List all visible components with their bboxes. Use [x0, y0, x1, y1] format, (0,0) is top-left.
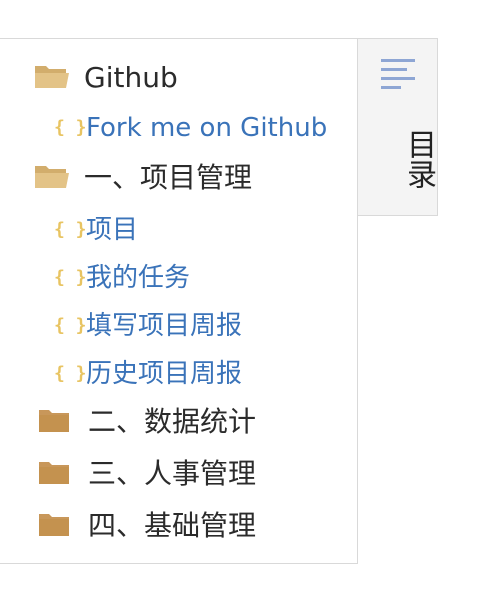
braces-icon: { } [54, 267, 87, 288]
braces-icon: { } [54, 117, 87, 138]
toc-label: 目录 [401, 129, 436, 189]
braces-icon: { } [54, 363, 87, 384]
tree-folder-hr-management[interactable]: 三、人事管理 [38, 451, 256, 497]
tree-item-label: 二、数据统计 [88, 405, 257, 438]
tree-leaf-my-tasks[interactable]: { } 我的任务 [54, 255, 190, 301]
tree-leaf-history-weekly-report[interactable]: { } 历史项目周报 [54, 351, 242, 397]
braces-icon: { } [54, 315, 87, 336]
tree-folder-data-statistics[interactable]: 二、数据统计 [38, 399, 256, 445]
tree-item-label: 项目 [86, 215, 139, 245]
tree-item-label: 历史项目周报 [86, 359, 243, 389]
toc-toggle-tab[interactable]: 目录 [358, 38, 438, 216]
tree-leaf-project[interactable]: { } 项目 [54, 207, 138, 253]
tree-item-label: 四、基础管理 [88, 509, 257, 542]
folder-closed-icon [38, 510, 78, 542]
tree-item-label: Github [84, 61, 178, 94]
braces-icon: { } [54, 219, 87, 240]
tree-item-label: 一、项目管理 [84, 161, 253, 194]
folder-closed-icon [38, 458, 78, 490]
tree-leaf-fill-weekly-report[interactable]: { } 填写项目周报 [54, 303, 242, 349]
tree-folder-github[interactable]: Github [34, 55, 178, 101]
navigation-tree: Github { } Fork me on Github 一、项目管理 { } … [0, 38, 358, 564]
tree-item-label: 填写项目周报 [86, 311, 243, 341]
tree-item-label: 三、人事管理 [88, 457, 257, 490]
folder-closed-icon [38, 406, 78, 438]
tree-folder-basic-management[interactable]: 四、基础管理 [38, 503, 256, 549]
tree-folder-project-management[interactable]: 一、项目管理 [34, 155, 252, 201]
tree-leaf-fork-me[interactable]: { } Fork me on Github [54, 105, 327, 151]
list-lines-icon [380, 57, 416, 91]
tree-item-label: Fork me on Github [86, 113, 328, 143]
folder-open-icon [34, 62, 74, 94]
folder-open-icon [34, 162, 74, 194]
tree-item-label: 我的任务 [86, 263, 191, 293]
